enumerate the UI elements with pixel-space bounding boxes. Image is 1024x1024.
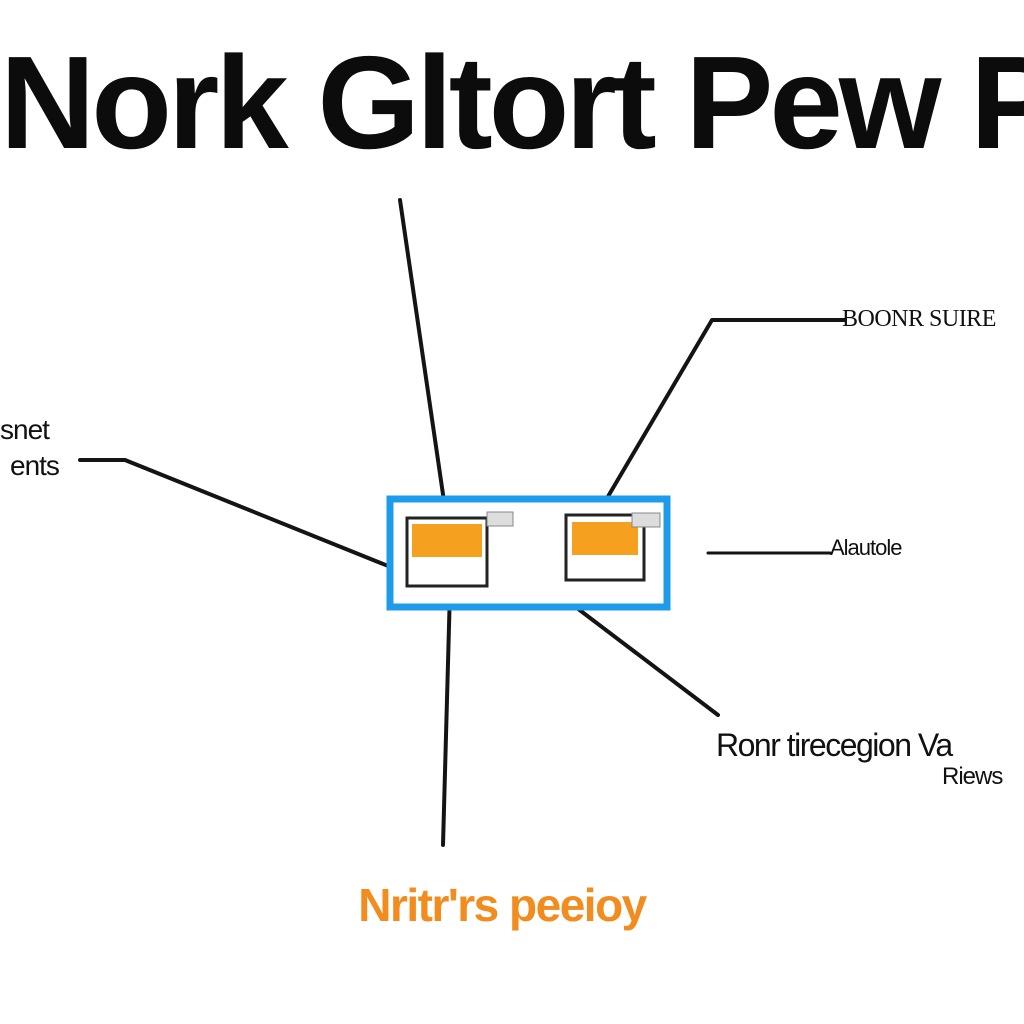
label-bottom-right-line1: Ronr tirecegion Va: [716, 727, 953, 763]
diagram-title: Nork Gltort Pew PN: [0, 29, 1024, 176]
module-right: [564, 512, 661, 582]
label-left-line2: ents: [10, 450, 60, 481]
module-right-orange-block: [572, 522, 638, 555]
module-left-orange-block: [412, 524, 482, 557]
bottom-caption: Nritr'rs peeioy: [358, 879, 647, 931]
label-left-line1: snet: [0, 414, 50, 445]
module-right-tab: [631, 512, 661, 528]
label-top-right: BOONR SUIRE: [842, 306, 996, 332]
leader-line-left: [78, 458, 400, 572]
leader-line-top: [398, 198, 447, 510]
module-left-tab: [486, 511, 514, 527]
leader-lines: [78, 198, 847, 847]
label-right-mid: Alautole: [830, 535, 903, 560]
leader-line-bottom: [441, 588, 452, 847]
leader-line-top-right: [601, 318, 847, 507]
module-left: [405, 511, 514, 588]
label-bottom-right-line2: Riews: [942, 763, 1003, 790]
